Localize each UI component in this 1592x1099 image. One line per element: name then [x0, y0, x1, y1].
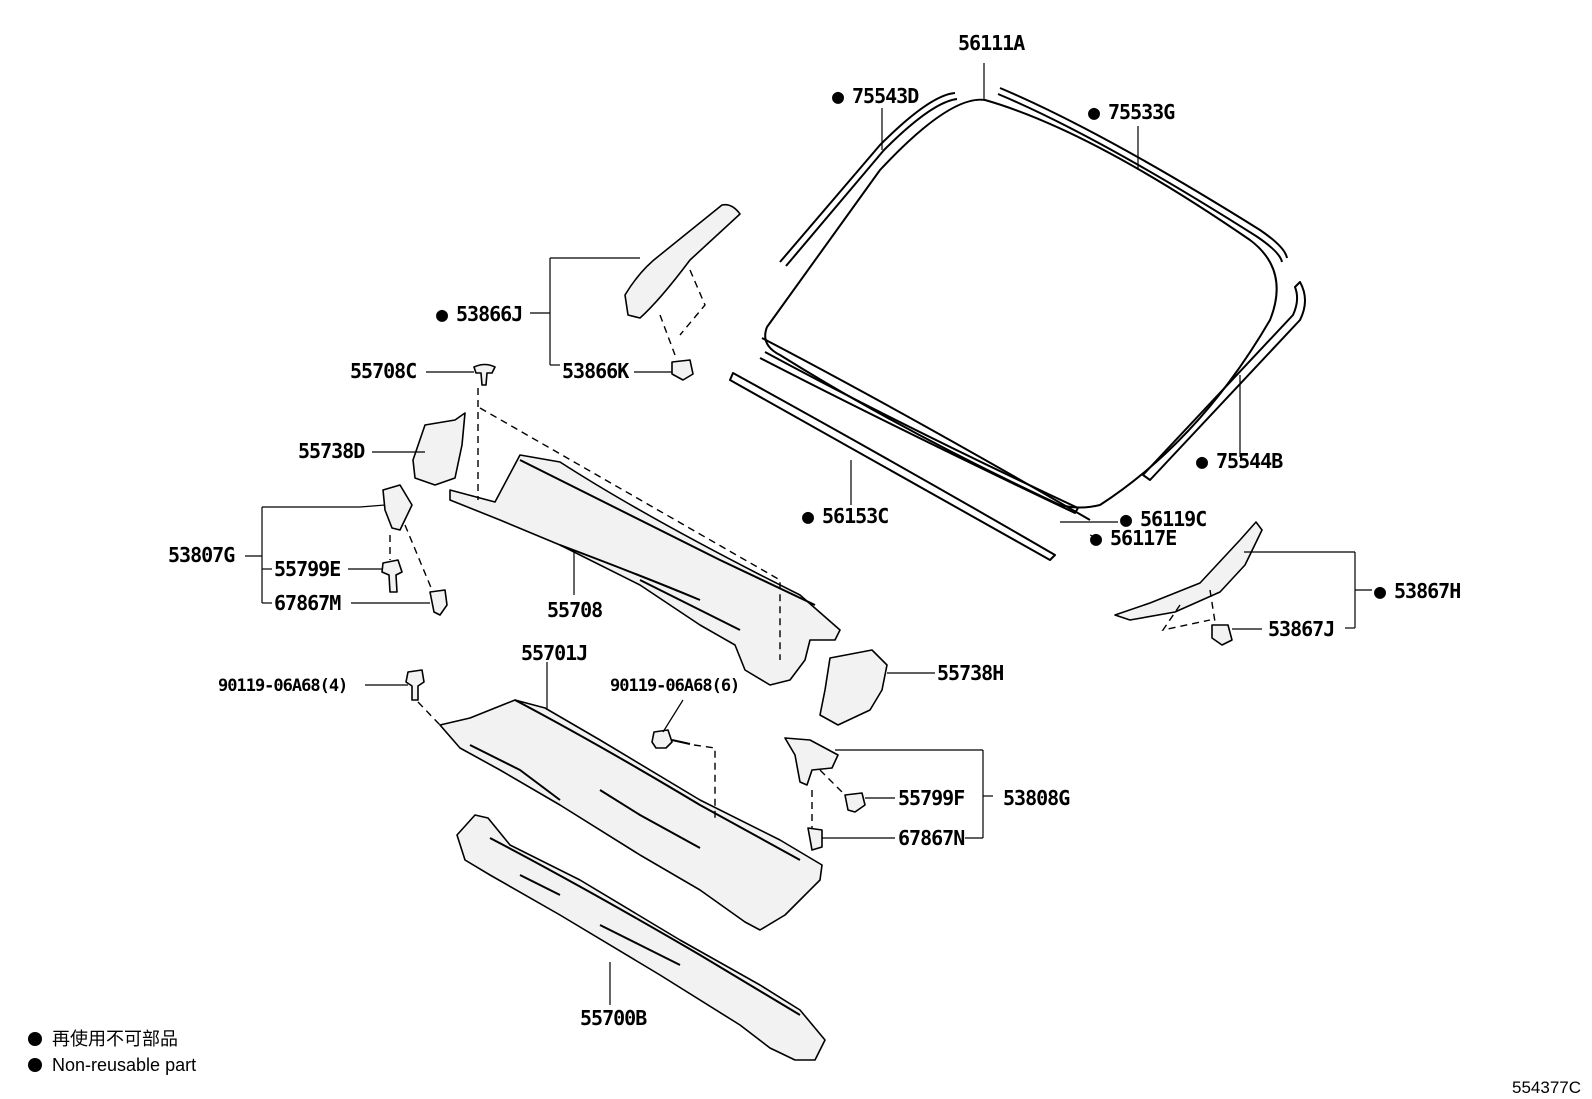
marker-53867H: ●	[1374, 579, 1386, 603]
dash-53807G	[404, 524, 433, 591]
bolt-90119-6	[651, 729, 691, 749]
label-53866K: 53866K	[562, 359, 629, 383]
label-56119C: 56119C	[1140, 507, 1206, 531]
molding-75533G	[997, 87, 1288, 263]
label-90119-06A68-6: 90119-06A68(6)	[610, 676, 739, 696]
label-53867H: 53867H	[1394, 579, 1460, 603]
dam-56119C	[759, 351, 1079, 514]
legend-dot-2	[28, 1058, 42, 1072]
marker-56117E: ●	[1090, 526, 1102, 550]
pillar-cover-53866J	[624, 203, 741, 356]
hinge-53807G	[382, 484, 413, 531]
figure-reference: 554377C	[1512, 1078, 1581, 1097]
legend-dot-1	[28, 1032, 42, 1046]
molding-75544B	[1142, 281, 1306, 481]
legend-text-japanese: 再使用不可部品	[52, 1029, 178, 1049]
legend: 再使用不可部品 Non-reusable part	[28, 1029, 196, 1075]
dash-cowl-outline	[479, 407, 781, 660]
clip-53867J	[1211, 624, 1233, 646]
label-55701J: 55701J	[521, 641, 587, 665]
label-75543D: 75543D	[852, 84, 919, 108]
label-75533G: 75533G	[1108, 100, 1175, 124]
seal-55738H	[819, 649, 888, 726]
cowl-panel-55701J	[439, 699, 823, 931]
marker-56153C: ●	[802, 504, 814, 528]
windshield-glass	[764, 98, 1278, 509]
label-55799F: 55799F	[898, 786, 964, 810]
label-53807G: 53807G	[168, 543, 235, 567]
label-53866J: 53866J	[456, 302, 522, 326]
dash-53867J-b	[1209, 589, 1216, 623]
clip-67867M	[429, 589, 448, 616]
clip-67867N	[807, 827, 823, 851]
label-55708C: 55708C	[350, 359, 416, 383]
label-56117E: 56117E	[1110, 526, 1176, 550]
cowl-top-55708	[449, 454, 841, 686]
legend-text-english: Non-reusable part	[52, 1055, 196, 1075]
marker-75544B: ●	[1196, 449, 1208, 473]
dam-56117E	[761, 337, 1091, 521]
bolt-90119-4	[405, 669, 425, 701]
leader-lines	[245, 63, 1372, 1005]
clip-55799E	[381, 559, 403, 593]
label-67867N: 67867N	[898, 826, 964, 850]
hinge-53808G	[784, 737, 839, 786]
label-53867J: 53867J	[1268, 617, 1334, 641]
label-55738D: 55738D	[298, 439, 365, 463]
label-55799E: 55799E	[274, 557, 340, 581]
clip-55708C	[473, 363, 496, 386]
label-90119-06A68-4: 90119-06A68(4)	[218, 676, 347, 696]
clip-53866K	[671, 359, 694, 381]
label-75544B: 75544B	[1216, 449, 1283, 473]
pillar-cover-53867H	[1114, 521, 1263, 621]
marker-75533G: ●	[1088, 100, 1100, 124]
marker-56119C: ●	[1120, 507, 1132, 531]
molding-75543D	[779, 92, 958, 267]
label-55708: 55708	[547, 598, 602, 622]
label-56111A: 56111A	[958, 31, 1025, 55]
dash-bolt-4	[417, 701, 441, 726]
label-55700B: 55700B	[580, 1006, 647, 1030]
label-53808G: 53808G	[1003, 786, 1070, 810]
cowl-brace-55700B	[456, 814, 826, 1061]
clip-55799F	[844, 792, 866, 813]
dash-53867J	[1161, 604, 1211, 632]
molding-56153C	[729, 372, 1056, 561]
marker-75543D: ●	[832, 84, 844, 108]
seal-55738D	[412, 412, 466, 486]
label-55738H: 55738H	[937, 661, 1003, 685]
dash-53808G	[819, 769, 846, 796]
label-67867M: 67867M	[274, 591, 341, 615]
marker-53866J: ●	[436, 302, 448, 326]
label-56153C: 56153C	[822, 504, 888, 528]
